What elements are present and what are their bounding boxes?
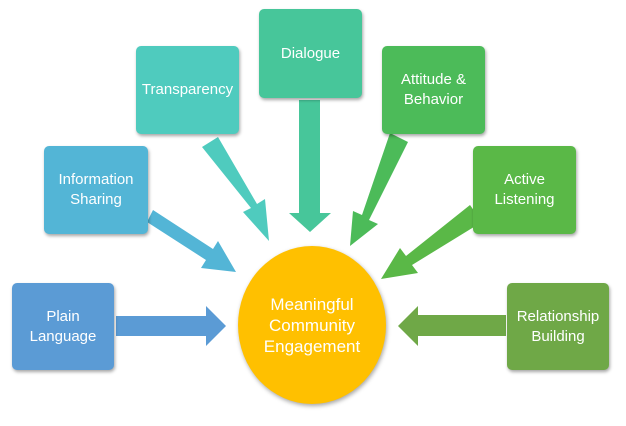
node-transparency: Transparency [136,46,239,134]
arrow-plain-language [116,306,226,346]
node-transparency-label: Transparency [141,81,234,98]
node-active-listening-label: Active Listening [494,171,555,208]
arrow-relationship-building [398,306,506,346]
arrow-information-sharing [147,210,236,272]
arrow-attitude-behavior [350,133,408,246]
node-dialogue-label: Dialogue [280,44,341,62]
arrow-transparency [202,137,269,241]
arrow-active-listening [381,205,482,279]
node-active-listening: Active Listening [473,146,576,234]
node-relationship-building: Relationship Building [507,283,609,370]
node-information-sharing: Information Sharing [44,146,148,234]
node-dialogue: Dialogue [259,9,362,98]
node-relationship-building-label: Relationship Building [516,307,600,345]
center-label: Meaningful Community Engagement [263,294,361,356]
node-information-sharing-label: Information Sharing [58,171,134,208]
node-plain-language: Plain Language [12,283,114,370]
arrow-dialogue [289,100,331,232]
node-attitude-behavior-label: Attitude & Behavior [400,71,467,108]
node-attitude-behavior: Attitude & Behavior [382,46,485,134]
center-circle: Meaningful Community Engagement [238,246,386,404]
node-plain-language-label: Plain Language [29,307,97,345]
